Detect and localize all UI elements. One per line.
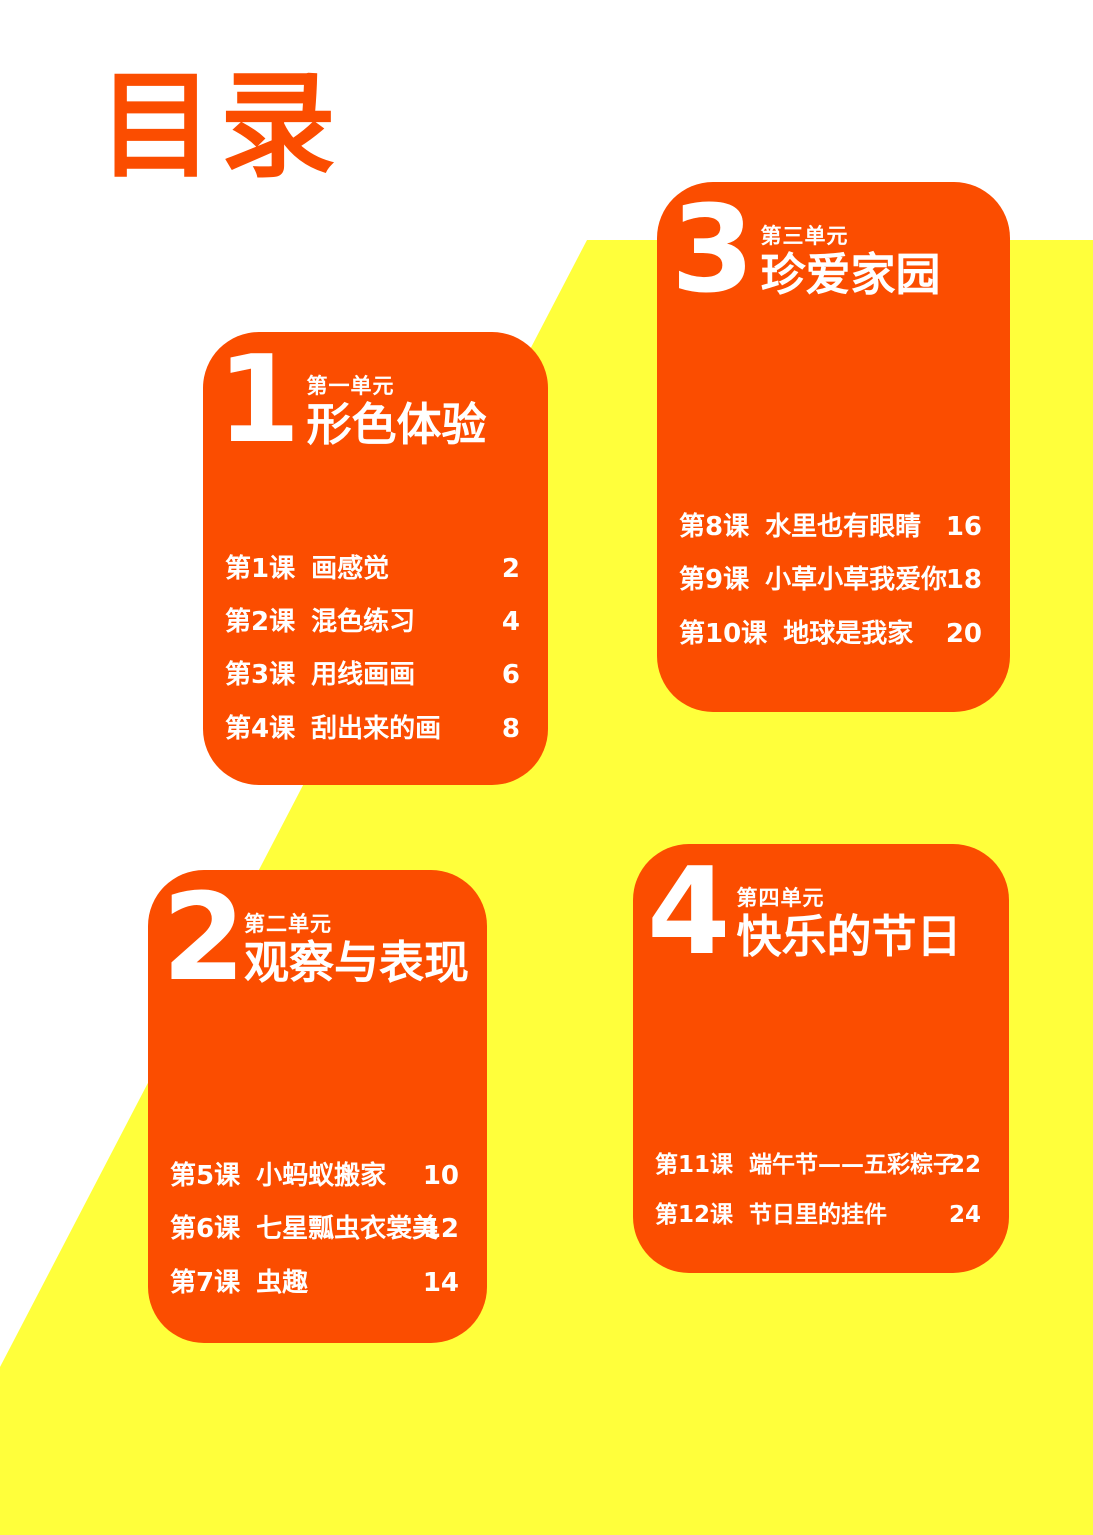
lesson-title: 端午节——五彩粽子 bbox=[749, 1151, 957, 1178]
unit-1-header: 1 第一单元 形色体验 bbox=[203, 331, 548, 470]
lesson-title: 用线画画 bbox=[311, 660, 416, 691]
unit-2-header-text: 第二单元 观察与表现 bbox=[244, 884, 469, 988]
lesson-row: 第5课 小蚂蚁搬家 10 bbox=[170, 1161, 459, 1192]
unit-card-3: 3 第三单元 珍爱家园 第8课 水里也有眼睛 16 第9课 小草小草我爱你 18… bbox=[657, 182, 1010, 712]
lesson-number: 第12课 bbox=[655, 1201, 734, 1228]
lesson-number: 第11课 bbox=[655, 1151, 734, 1178]
unit-4-header: 4 第四单元 快乐的节日 bbox=[633, 843, 1009, 982]
lesson-title: 虫趣 bbox=[256, 1267, 309, 1298]
lesson-number: 第5课 bbox=[170, 1161, 241, 1192]
lesson-row: 第2课 混色练习 4 bbox=[225, 607, 520, 638]
unit-2-lesson-list: 第5课 小蚂蚁搬家 10 第6课 七星瓢虫衣裳美 12 第7课 虫趣 14 bbox=[148, 1161, 487, 1343]
lesson-number: 第4课 bbox=[225, 713, 296, 744]
unit-1-lesson-list: 第1课 画感觉 2 第2课 混色练习 4 第3课 用线画画 6 第4课 刮出来的… bbox=[203, 553, 548, 785]
lesson-row: 第9课 小草小草我爱你 18 bbox=[679, 565, 982, 596]
lesson-title: 小草小草我爱你 bbox=[765, 565, 948, 596]
unit-3-title: 珍爱家园 bbox=[760, 248, 941, 301]
unit-1-header-text: 第一单元 形色体验 bbox=[307, 346, 487, 450]
unit-1-title: 形色体验 bbox=[306, 398, 487, 451]
lesson-row: 第11课 端午节——五彩粽子 22 bbox=[655, 1153, 981, 1177]
unit-3-lesson-list: 第8课 水里也有眼睛 16 第9课 小草小草我爱你 18 第10课 地球是我家 … bbox=[657, 512, 1010, 712]
lesson-number: 第3课 bbox=[225, 660, 296, 691]
lesson-title: 小蚂蚁搬家 bbox=[256, 1161, 387, 1192]
lesson-number: 第2课 bbox=[225, 607, 296, 638]
lesson-page-number: 20 bbox=[945, 618, 982, 649]
lesson-page-number: 16 bbox=[945, 512, 982, 543]
unit-4-lesson-list: 第11课 端午节——五彩粽子 22 第12课 节日里的挂件 24 bbox=[633, 1153, 1009, 1273]
lesson-title: 七星瓢虫衣裳美 bbox=[256, 1214, 439, 1245]
unit-4-label: 第四单元 bbox=[736, 886, 825, 910]
unit-2-header: 2 第二单元 观察与表现 bbox=[148, 869, 487, 1008]
lesson-number: 第9课 bbox=[679, 565, 750, 596]
unit-card-4: 4 第四单元 快乐的节日 第11课 端午节——五彩粽子 22 第12课 节日里的… bbox=[633, 844, 1009, 1273]
lesson-page-number: 22 bbox=[948, 1151, 981, 1178]
lesson-title: 画感觉 bbox=[311, 553, 390, 584]
unit-card-1: 1 第一单元 形色体验 第1课 画感觉 2 第2课 混色练习 4 第3课 用线画… bbox=[203, 332, 548, 785]
lesson-page-number: 6 bbox=[501, 660, 520, 691]
unit-4-header-text: 第四单元 快乐的节日 bbox=[737, 858, 962, 962]
lesson-row: 第6课 七星瓢虫衣裳美 12 bbox=[170, 1214, 459, 1245]
lesson-title: 混色练习 bbox=[311, 607, 416, 638]
lesson-number: 第7课 bbox=[170, 1267, 241, 1298]
lesson-page-number: 24 bbox=[948, 1201, 981, 1228]
unit-1-number: 1 bbox=[217, 331, 301, 470]
lesson-number: 第10课 bbox=[679, 618, 768, 649]
lesson-page-number: 4 bbox=[501, 607, 520, 638]
lesson-page-number: 10 bbox=[422, 1161, 459, 1192]
lesson-page-number: 2 bbox=[501, 553, 520, 584]
unit-3-header-text: 第三单元 珍爱家园 bbox=[761, 196, 941, 300]
lesson-title: 刮出来的画 bbox=[311, 713, 442, 744]
lesson-title: 水里也有眼睛 bbox=[765, 512, 922, 543]
lesson-row: 第12课 节日里的挂件 24 bbox=[655, 1203, 981, 1227]
unit-3-label: 第三单元 bbox=[760, 224, 849, 248]
lesson-page-number: 12 bbox=[422, 1214, 459, 1245]
lesson-number: 第8课 bbox=[679, 512, 750, 543]
lesson-page-number: 8 bbox=[501, 713, 520, 744]
lesson-page-number: 14 bbox=[422, 1267, 459, 1298]
lesson-page-number: 18 bbox=[945, 565, 982, 596]
lesson-row: 第8课 水里也有眼睛 16 bbox=[679, 512, 982, 543]
unit-1-label: 第一单元 bbox=[306, 374, 395, 398]
unit-2-number: 2 bbox=[162, 869, 246, 1008]
lesson-row: 第7课 虫趣 14 bbox=[170, 1267, 459, 1298]
unit-2-label: 第二单元 bbox=[243, 912, 332, 936]
lesson-number: 第6课 bbox=[170, 1214, 241, 1245]
lesson-number: 第1课 bbox=[225, 553, 296, 584]
lesson-row: 第4课 刮出来的画 8 bbox=[225, 713, 520, 744]
lesson-title: 节日里的挂件 bbox=[749, 1201, 888, 1228]
unit-4-title: 快乐的节日 bbox=[736, 910, 962, 963]
lesson-row: 第1课 画感觉 2 bbox=[225, 553, 520, 584]
lesson-row: 第10课 地球是我家 20 bbox=[679, 618, 982, 649]
unit-3-number: 3 bbox=[671, 181, 755, 320]
unit-3-header: 3 第三单元 珍爱家园 bbox=[657, 181, 1010, 320]
page-title: 目录 bbox=[98, 59, 342, 194]
unit-2-title: 观察与表现 bbox=[243, 936, 469, 989]
lesson-title: 地球是我家 bbox=[783, 618, 914, 649]
unit-card-2: 2 第二单元 观察与表现 第5课 小蚂蚁搬家 10 第6课 七星瓢虫衣裳美 12… bbox=[148, 870, 487, 1343]
unit-4-number: 4 bbox=[647, 843, 731, 982]
lesson-row: 第3课 用线画画 6 bbox=[225, 660, 520, 691]
